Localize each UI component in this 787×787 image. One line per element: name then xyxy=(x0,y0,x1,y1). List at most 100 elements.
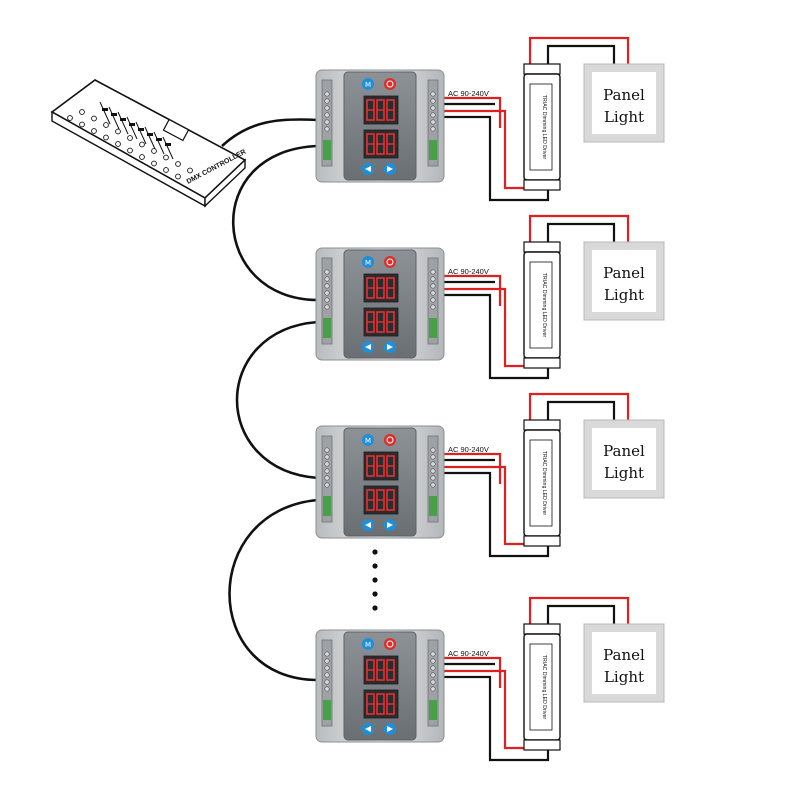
mode-button[interactable] xyxy=(362,434,374,446)
dmx-dimmer-controller: M xyxy=(315,69,445,183)
driver-label: TRIAC Dimming LED Driver xyxy=(541,273,547,338)
console-fader xyxy=(162,136,174,160)
panel-label-line1: Panel xyxy=(603,442,645,460)
terminal-screw xyxy=(324,447,330,453)
power-icon xyxy=(386,436,394,444)
terminal-screw xyxy=(324,475,330,481)
dmx-console-icon: DMX CONTROLLER xyxy=(50,79,247,208)
panel-surface xyxy=(592,72,656,134)
terminal-screw xyxy=(324,269,330,275)
console-display xyxy=(162,118,190,142)
terminal-pcb xyxy=(429,496,437,516)
console-fader-knob xyxy=(102,108,108,111)
console-fader xyxy=(144,126,156,150)
terminal-screw xyxy=(324,658,330,664)
ac-input-wire-red xyxy=(440,452,502,484)
console-fader-knob xyxy=(111,113,117,116)
terminal-screw xyxy=(430,105,436,111)
dmx-console: DMX CONTROLLER xyxy=(50,79,247,208)
console-fader xyxy=(126,116,138,140)
driver-top-cap xyxy=(523,63,561,75)
terminal-pcb xyxy=(323,140,331,160)
driver-bottom-cap xyxy=(523,357,561,369)
terminal-screw xyxy=(324,297,330,303)
left-arrow-icon xyxy=(365,344,371,350)
panel-label-line2: Light xyxy=(604,108,644,126)
ac-input-wire-red xyxy=(440,656,502,688)
mode-button[interactable] xyxy=(362,78,374,90)
terminal-screw xyxy=(430,283,436,289)
ac-voltage-label: AC 90-240V xyxy=(448,89,489,98)
left-arrow-icon xyxy=(365,726,371,732)
terminal-screw xyxy=(324,679,330,685)
terminal-screw xyxy=(324,126,330,132)
console-button xyxy=(139,154,145,160)
output-wire-black xyxy=(440,115,550,202)
terminal-screw xyxy=(430,126,436,132)
console-fader-knob xyxy=(147,133,153,136)
power-icon xyxy=(386,80,394,88)
console-button xyxy=(115,128,121,135)
ac-input-wire-red xyxy=(440,96,502,128)
controller-face xyxy=(343,631,417,741)
mode-button[interactable] xyxy=(362,638,374,650)
console-fader xyxy=(153,131,165,155)
left-arrow-icon xyxy=(365,166,371,172)
ac-input-wire-red xyxy=(440,274,502,306)
driver-top-cap xyxy=(523,241,561,253)
panel-label-line1: Panel xyxy=(603,86,645,104)
driver-label-plate xyxy=(529,261,553,349)
terminal-screw xyxy=(430,91,436,97)
console-button xyxy=(91,115,97,122)
terminal-screw xyxy=(430,297,436,303)
left-arrow-icon xyxy=(365,522,371,528)
terminal-screw xyxy=(324,651,330,657)
terminal-screw xyxy=(324,105,330,111)
panel-surface xyxy=(592,250,656,312)
driver-label: TRIAC Dimming LED Driver xyxy=(541,451,547,516)
terminal-pcb xyxy=(429,140,437,160)
terminal-screw xyxy=(324,461,330,467)
triac-led-driver: TRIAC Dimming LED Driver xyxy=(523,623,561,751)
mode-icon: M xyxy=(365,259,371,267)
power-button[interactable] xyxy=(384,78,396,90)
console-button xyxy=(115,141,121,147)
console-button xyxy=(139,141,145,148)
terminal-screw xyxy=(430,454,436,460)
panel-wire-red xyxy=(528,392,630,426)
terminal-screw xyxy=(324,482,330,488)
panel-wire-black xyxy=(546,44,616,70)
console-fader-knob xyxy=(156,138,162,141)
power-button[interactable] xyxy=(384,434,396,446)
terminal-screw xyxy=(430,651,436,657)
console-button xyxy=(79,121,85,128)
controller-face xyxy=(343,71,417,181)
power-button[interactable] xyxy=(384,638,396,650)
terminal-screw xyxy=(324,468,330,474)
mode-button[interactable] xyxy=(362,256,374,268)
terminal-screw xyxy=(430,269,436,275)
console-fader-knob xyxy=(138,128,144,131)
ac-voltage-label: AC 90-240V xyxy=(448,649,489,658)
dmx-cable-3-4 xyxy=(228,498,319,682)
power-button[interactable] xyxy=(384,256,396,268)
console-button xyxy=(151,148,157,154)
mode-icon: M xyxy=(365,81,371,89)
ellipsis-dots xyxy=(372,549,378,611)
console-button xyxy=(175,161,181,167)
console-button xyxy=(127,147,133,154)
power-wires xyxy=(440,36,630,202)
terminal-screw xyxy=(430,98,436,104)
triac-led-driver: TRIAC Dimming LED Driver xyxy=(523,63,561,191)
terminal-screw xyxy=(430,475,436,481)
terminal-pcb xyxy=(323,318,331,338)
panel-wire-black xyxy=(546,400,616,426)
terminal-screw xyxy=(430,461,436,467)
driver-label: TRIAC Dimming LED Driver xyxy=(541,655,547,720)
console-button xyxy=(127,135,133,141)
output-wire-red xyxy=(440,109,530,190)
